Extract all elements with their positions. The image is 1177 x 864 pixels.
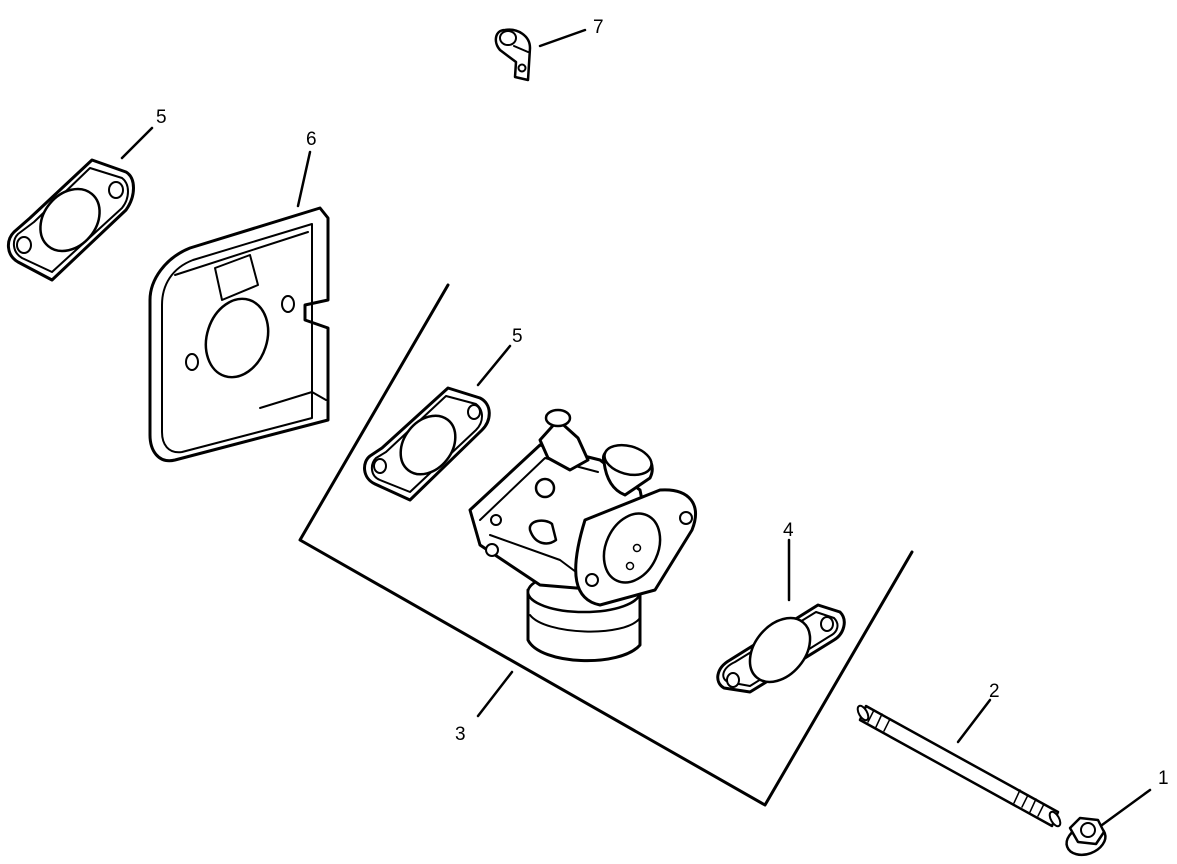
- leader-line-5-left: [120, 126, 154, 160]
- leader-line-2: [956, 698, 992, 744]
- part-4-gasket: [716, 603, 846, 694]
- part-3-carburetor: [468, 408, 697, 662]
- callout-6: 6: [306, 129, 317, 150]
- callout-3: 3: [455, 724, 466, 745]
- callout-4: 4: [783, 520, 794, 541]
- leader-line-5-center: [476, 344, 512, 387]
- part-2-stud: [856, 704, 1062, 828]
- part-7-clip: [494, 28, 532, 82]
- callout-1: 1: [1158, 768, 1169, 789]
- callout-2: 2: [989, 681, 1000, 702]
- callout-5-center: 5: [512, 326, 523, 347]
- callout-7: 7: [593, 17, 604, 38]
- leader-line-6: [296, 150, 312, 208]
- callout-5-left: 5: [156, 107, 167, 128]
- part-6-baffle-plate: [148, 206, 330, 463]
- part-5-gasket-left: [7, 158, 135, 282]
- part-1-flange-nut: [1065, 816, 1107, 857]
- leader-line-3: [476, 670, 514, 718]
- leader-line-1: [1100, 788, 1152, 827]
- leader-line-7: [538, 28, 587, 48]
- part-5-gasket-center: [363, 386, 491, 502]
- assembly-group-bracket: [298, 283, 914, 807]
